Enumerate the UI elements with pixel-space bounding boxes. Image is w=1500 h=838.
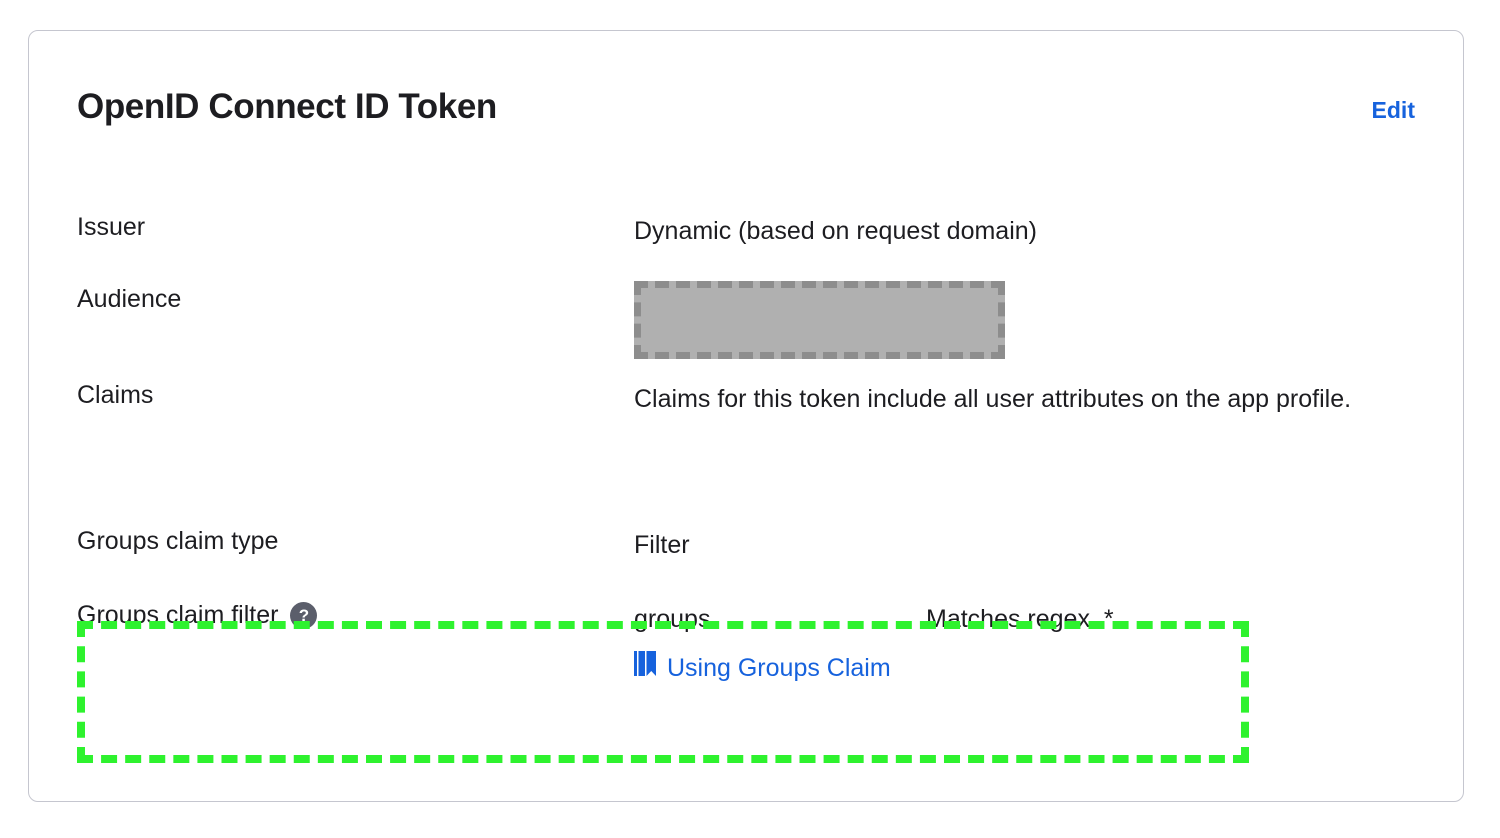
edit-button[interactable]: Edit [1371, 97, 1415, 123]
detail-row-groups-claim-type: Groups claim type Filter [77, 525, 1423, 599]
page-title: OpenID Connect ID Token [77, 87, 497, 126]
detail-row-claims: Claims Claims for this token include all… [77, 379, 1423, 525]
claims-value: Claims for this token include all user a… [634, 385, 1352, 413]
using-groups-claim-link[interactable]: Using Groups Claim [634, 648, 1379, 689]
groups-claim-match-rule: Matches regex .* [926, 605, 1114, 633]
using-groups-claim-link-label: Using Groups Claim [667, 653, 891, 682]
claims-label: Claims [77, 381, 154, 409]
openid-connect-id-token-card: OpenID Connect ID Token Edit Issuer Dyna… [28, 30, 1464, 802]
groups-claim-filter-label-wrap: Groups claim filter ? [77, 599, 634, 633]
groups-claim-type-value: Filter [634, 531, 690, 559]
audience-label: Audience [77, 285, 182, 313]
groups-claim-name: groups [634, 605, 711, 633]
groups-claim-type-label: Groups claim type [77, 527, 279, 555]
issuer-label: Issuer [77, 213, 146, 241]
audience-value [634, 281, 1379, 359]
book-icon [634, 648, 656, 689]
issuer-value: Dynamic (based on request domain) [634, 217, 1037, 245]
redaction-block [634, 281, 1005, 359]
detail-row-issuer: Issuer Dynamic (based on request domain) [77, 211, 1423, 283]
groups-claim-filter-label: Groups claim filter [77, 601, 279, 629]
help-question-icon[interactable]: ? [290, 602, 318, 630]
groups-claim-filter-value: groups Matches regex .* Using Groups Cla… [634, 599, 1379, 688]
card-header: OpenID Connect ID Token Edit [77, 87, 1415, 127]
token-details-list: Issuer Dynamic (based on request domain)… [77, 211, 1423, 719]
detail-row-audience: Audience [77, 281, 1423, 379]
detail-row-groups-claim-filter: Groups claim filter ? groups Matches reg… [77, 599, 1423, 719]
